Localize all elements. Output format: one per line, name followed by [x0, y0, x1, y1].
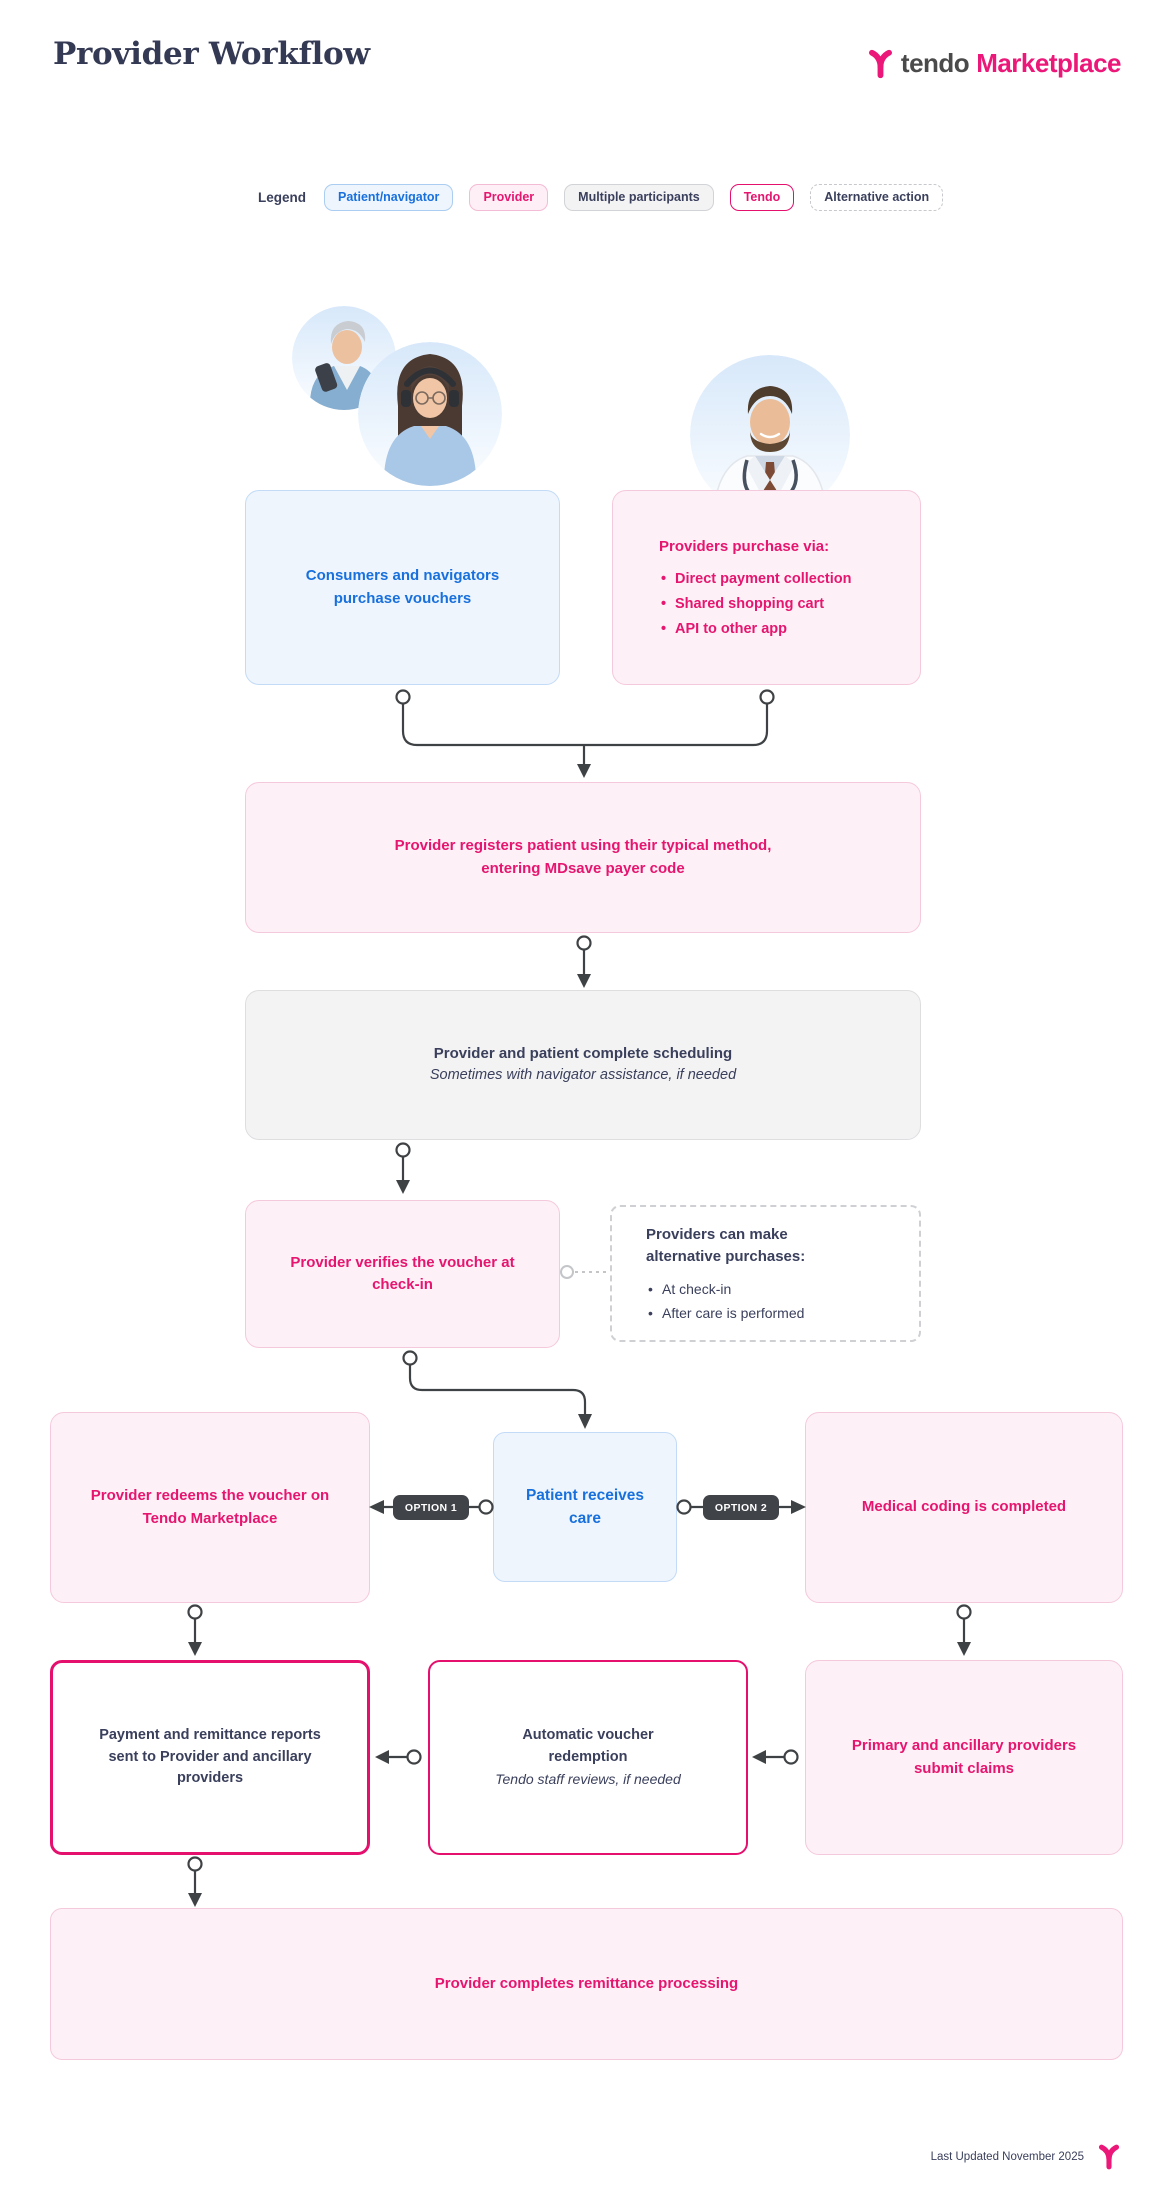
patient-care-text: Patient receives care [525, 1486, 645, 1527]
list-item: After care is performed [646, 1304, 804, 1323]
submit-claims-text: Primary and ancillary providers submit c… [851, 1737, 1077, 1777]
scheduling-text: Provider and patient complete scheduling [433, 1044, 733, 1062]
legend-label: Legend [258, 189, 307, 205]
automatic-redemption-box: Automatic voucher redemption Tendo staff… [428, 1660, 748, 1855]
remittance-processing-box: Provider completes remittance processing [50, 1908, 1123, 2060]
automatic-redemption-text: Automatic voucher redemption [522, 1727, 654, 1765]
tendo-y-mark-icon-small [1097, 2144, 1121, 2170]
tendo-y-mark-icon [867, 49, 894, 79]
list-item: Shared shopping cart [659, 595, 851, 615]
tendo-marketplace-logo: tendo Marketplace [867, 48, 1121, 79]
connector-register-to-scheduling [576, 935, 592, 988]
footer: Last Updated November 2025 [931, 2144, 1121, 2170]
woman-with-headset-avatar [358, 342, 502, 486]
legend-pill-provider: Provider [469, 184, 549, 211]
redeem-voucher-box: Provider redeems the voucher on Tendo Ma… [50, 1412, 370, 1603]
option1-badge: OPTION 1 [393, 1495, 469, 1520]
legend-pill-patient-navigator: Patient/navigator [324, 184, 454, 211]
last-updated-text: Last Updated November 2025 [930, 2151, 1084, 2163]
legend-pill-alternative-action: Alternative action [810, 184, 944, 211]
verify-voucher-box: Provider verifies the voucher at check-i… [245, 1200, 560, 1348]
list-item: At check-in [646, 1280, 804, 1299]
verify-voucher-text: Provider verifies the voucher at check-i… [290, 1253, 515, 1294]
list-item: API to other app [659, 620, 851, 640]
connector-merge [395, 689, 775, 778]
alternative-purchases-box: Providers can make alternative purchases… [610, 1205, 921, 1342]
patient-care-box: Patient receives care [493, 1432, 677, 1582]
connector-payment-to-remittance [187, 1856, 203, 1907]
consumers-purchase-box: Consumers and navigators purchase vouche… [245, 490, 560, 685]
register-patient-box: Provider registers patient using their t… [245, 782, 921, 933]
alternative-purchases-bullets: At check-in After care is performed [646, 1275, 804, 1323]
connector-verify-to-alternative [560, 1265, 608, 1279]
automatic-redemption-note: Tendo staff reviews, if needed [495, 1770, 681, 1787]
scheduling-box: Provider and patient complete scheduling… [245, 990, 921, 1140]
connector-redeem-to-payment [187, 1604, 203, 1656]
alternative-purchases-heading: Providers can make alternative purchases… [646, 1226, 806, 1266]
logo-brand-text: tendo [900, 48, 970, 78]
connector-coding-to-claims [956, 1604, 972, 1656]
redeem-voucher-text: Provider redeems the voucher on Tendo Ma… [90, 1487, 330, 1527]
legend-pill-tendo: Tendo [729, 184, 795, 211]
providers-purchase-heading: Providers purchase via: [659, 537, 830, 555]
medical-coding-box: Medical coding is completed [805, 1412, 1123, 1603]
remittance-processing-text: Provider completes remittance processing [434, 1974, 739, 1992]
providers-purchase-box: Providers purchase via: Direct payment c… [612, 490, 921, 685]
scheduling-note: Sometimes with navigator assistance, if … [429, 1067, 737, 1084]
submit-claims-box: Primary and ancillary providers submit c… [805, 1660, 1123, 1855]
medical-coding-text: Medical coding is completed [861, 1498, 1067, 1516]
logo-product-text: Marketplace [976, 48, 1121, 78]
option2-badge: OPTION 2 [703, 1495, 779, 1520]
payment-remittance-box: Payment and remittance reports sent to P… [50, 1660, 370, 1855]
list-item: Direct payment collection [659, 570, 851, 590]
register-patient-text: Provider registers patient using their t… [394, 837, 772, 877]
connector-scheduling-to-verify [395, 1142, 411, 1194]
legend: Legend Patient/navigator Provider Multip… [258, 184, 944, 211]
consumers-purchase-text: Consumers and navigators purchase vouche… [305, 567, 500, 607]
patient-and-navigator-photo [282, 298, 512, 493]
connector-verify-to-care [402, 1350, 592, 1429]
page-title: Provider Workflow [53, 36, 370, 72]
providers-purchase-bullets: Direct payment collection Shared shoppin… [659, 565, 851, 639]
legend-pill-multiple-participants: Multiple participants [564, 184, 714, 211]
payment-remittance-text: Payment and remittance reports sent to P… [99, 1726, 321, 1787]
connector-auto-to-payment [375, 1749, 422, 1765]
connector-claims-to-auto [752, 1749, 799, 1765]
